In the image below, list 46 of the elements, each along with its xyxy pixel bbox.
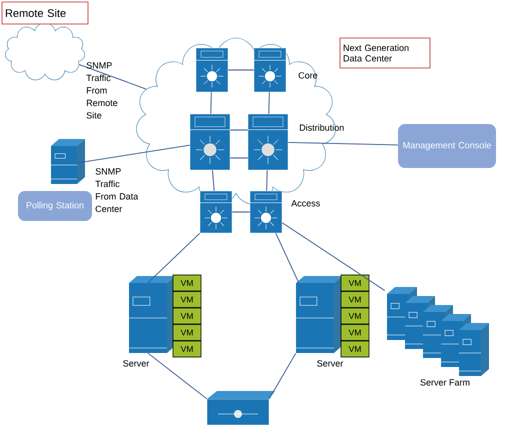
vm-box: VM (172, 291, 202, 308)
vm-box: VM (172, 340, 202, 358)
connector-line (288, 142, 398, 146)
text-label: Core (298, 72, 318, 79)
switch-icon (250, 190, 282, 234)
vm-box: VM (340, 291, 370, 308)
connector-line (275, 232, 300, 284)
connector-line (210, 92, 212, 114)
vm-box: VM (340, 340, 370, 358)
switch-icon (248, 114, 288, 170)
connector-line (78, 64, 147, 90)
server-farm-drawing (386, 287, 489, 376)
connector-line (148, 352, 208, 400)
switch-icon (254, 48, 286, 92)
server-icon (50, 139, 85, 184)
node-caption: Server Farm (420, 379, 470, 386)
switch-icon (206, 391, 275, 426)
vm-box: VM (340, 274, 370, 292)
text-label: SNMP Traffic From Data Center (95, 168, 138, 212)
server-icon (296, 276, 342, 353)
cloud (4, 22, 86, 80)
connector-line (268, 92, 270, 114)
vm-box: VM (340, 324, 370, 341)
label-box: Management Console (398, 124, 496, 168)
server-icon (128, 276, 175, 353)
vm-box: VM (172, 274, 202, 292)
title-box: Remote Site (2, 2, 88, 24)
vm-box: VM (172, 324, 202, 341)
vm-box: VM (172, 308, 202, 324)
title-box: Next Generation Data Center (340, 38, 430, 68)
text-label: Access (291, 200, 320, 206)
node-caption: Server (123, 360, 150, 367)
connector-line (268, 352, 296, 400)
connector-line (212, 170, 215, 192)
text-label: SNMP Traffic From Remote Site (86, 62, 118, 119)
connector-line (148, 232, 200, 284)
node-caption: Server (317, 360, 344, 367)
vm-box: VM (340, 308, 370, 324)
label-box: Polling Station (18, 191, 92, 221)
switch-icon (190, 114, 230, 170)
connector-line (76, 144, 190, 164)
connector-line (282, 222, 386, 292)
switch-icon (196, 48, 228, 92)
connector-line (266, 170, 268, 192)
switch-icon (200, 190, 232, 234)
text-label: Distribution (300, 124, 344, 131)
